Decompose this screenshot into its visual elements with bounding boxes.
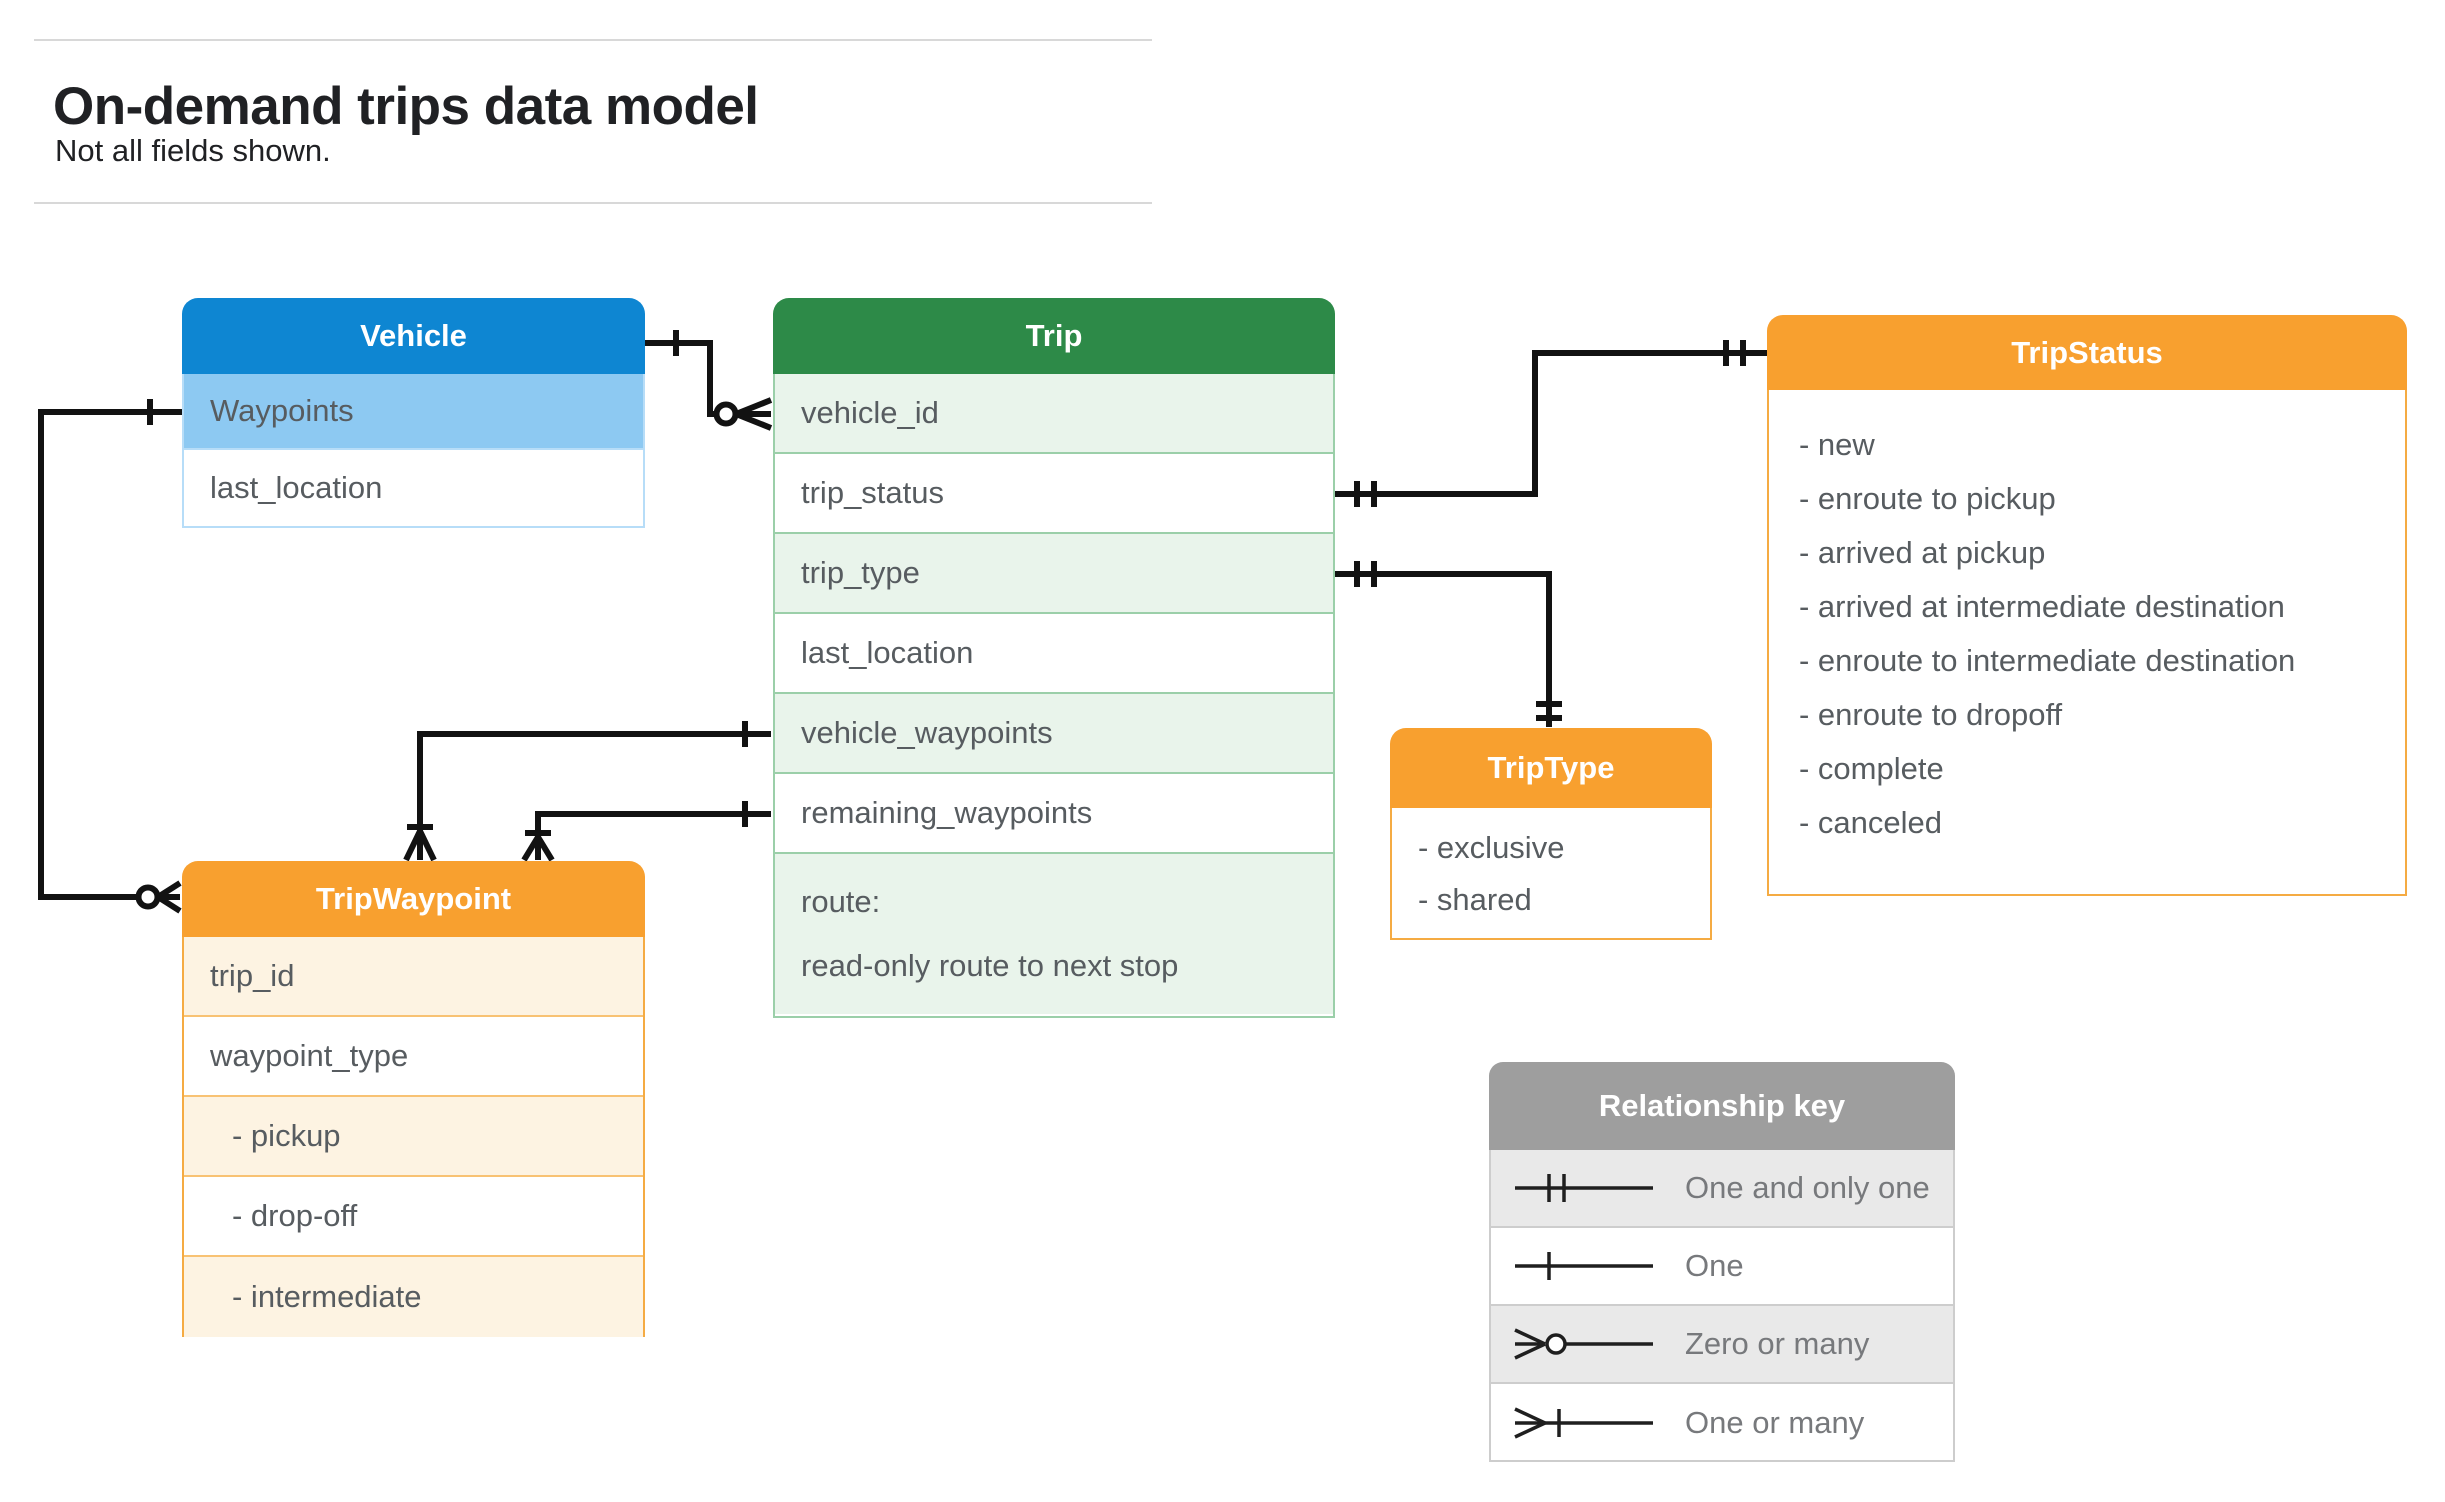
field-trip-status: trip_status <box>775 454 1333 534</box>
field-tripwaypoint-waypoint-type: waypoint_type <box>184 1017 643 1097</box>
entity-tripwaypoint-title: TripWaypoint <box>182 861 645 937</box>
page-subtitle: Not all fields shown. <box>55 133 331 168</box>
field-trip-remaining-waypoints: remaining_waypoints <box>775 774 1333 854</box>
legend-row-one-and-only-one: One and only one <box>1491 1150 1953 1228</box>
legend-row-zero-or-many: Zero or many <box>1491 1306 1953 1384</box>
connector-trip-vehicle-waypoints <box>403 721 771 862</box>
legend-label: One or many <box>1685 1405 1865 1440</box>
enum-waypoint-pickup: - pickup <box>184 1097 643 1177</box>
field-trip-route: route: read-only route to next stop <box>775 854 1333 1014</box>
route-description: read-only route to next stop <box>801 948 1179 983</box>
page-title: On-demand trips data model <box>53 77 759 136</box>
entity-trip: Trip vehicle_id trip_status trip_type la… <box>773 298 1335 1018</box>
enum-waypoint-dropoff: - drop-off <box>184 1177 643 1257</box>
enum-value: - new <box>1799 427 1875 462</box>
enum-value: - enroute to dropoff <box>1799 697 2063 732</box>
entity-vehicle-title: Vehicle <box>182 298 645 374</box>
connector-vehicle-trip <box>645 330 773 431</box>
entity-tripstatus-title: TripStatus <box>1767 315 2407 390</box>
field-trip-type: trip_type <box>775 534 1333 614</box>
connector-trip-triptype <box>1335 561 1562 727</box>
entity-trip-body: vehicle_id trip_status trip_type last_lo… <box>773 374 1335 1018</box>
top-divider <box>34 39 1152 41</box>
field-vehicle-last-location: last_location <box>210 470 383 505</box>
connector-trip-remaining-waypoints <box>521 801 771 862</box>
enum-value: - arrived at pickup <box>1799 535 2046 570</box>
relationship-key-title: Relationship key <box>1489 1062 1955 1150</box>
legend-label: One <box>1685 1248 1744 1283</box>
enum-value: - exclusive <box>1418 830 1565 865</box>
enum-waypoint-intermediate: - intermediate <box>184 1257 643 1337</box>
enum-value: - enroute to pickup <box>1799 481 2056 516</box>
enum-value: - canceled <box>1799 805 1943 840</box>
enum-value: - arrived at intermediate destination <box>1799 589 2285 624</box>
enum-value: - shared <box>1418 882 1532 917</box>
connector-trip-tripstatus <box>1335 340 1767 507</box>
one-and-only-one-icon <box>1515 1174 1653 1202</box>
enum-value: - enroute to intermediate destination <box>1799 643 2296 678</box>
entity-triptype-body: - exclusive - shared <box>1390 808 1712 940</box>
relationship-key-body: One and only one One Zer <box>1489 1150 1955 1462</box>
field-trip-last-location: last_location <box>775 614 1333 694</box>
entity-triptype-title: TripType <box>1390 728 1712 808</box>
entity-tripwaypoint: TripWaypoint trip_id waypoint_type - pic… <box>182 861 645 1337</box>
connector-vehicle-tripwaypoint <box>38 399 182 914</box>
legend-row-one-or-many: One or many <box>1491 1384 1953 1462</box>
one-or-many-icon <box>1514 1407 1653 1439</box>
field-tripwaypoint-trip-id: trip_id <box>184 937 643 1017</box>
legend-label: Zero or many <box>1685 1326 1870 1361</box>
one-icon <box>1515 1252 1653 1280</box>
relationship-key: Relationship key One and only one One <box>1489 1062 1955 1462</box>
zero-or-many-icon <box>1514 1328 1653 1360</box>
route-label: route: <box>801 884 881 919</box>
enum-value: - complete <box>1799 751 1944 786</box>
legend-row-one: One <box>1491 1228 1953 1306</box>
entity-tripwaypoint-body: trip_id waypoint_type - pickup - drop-of… <box>182 937 645 1337</box>
entity-vehicle-body: Waypoints last_location <box>182 374 645 528</box>
entity-tripstatus: TripStatus - new - enroute to pickup - a… <box>1767 315 2407 896</box>
bottom-divider <box>34 202 1152 204</box>
entity-triptype: TripType - exclusive - shared <box>1390 728 1712 940</box>
entity-trip-title: Trip <box>773 298 1335 374</box>
legend-label: One and only one <box>1685 1170 1930 1205</box>
entity-tripstatus-body: - new - enroute to pickup - arrived at p… <box>1767 390 2407 896</box>
field-trip-vehicle-waypoints: vehicle_waypoints <box>775 694 1333 774</box>
field-vehicle-waypoints: Waypoints <box>184 374 643 450</box>
field-trip-vehicle-id: vehicle_id <box>775 374 1333 454</box>
entity-vehicle: Vehicle Waypoints last_location <box>182 298 645 528</box>
